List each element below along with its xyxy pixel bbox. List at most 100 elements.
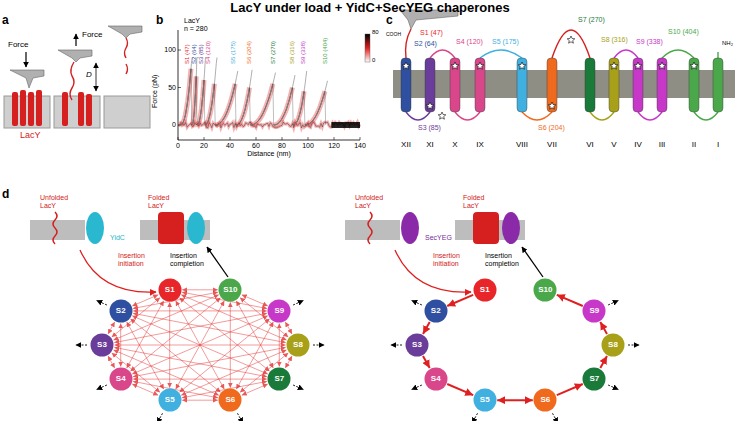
- helix-numeral: III: [659, 140, 666, 149]
- peak-label: S2 (64): [191, 44, 198, 64]
- figure-title: LacY under load + YidC+SecYEG chaperones: [0, 0, 740, 15]
- colorbar-tick: 0: [372, 57, 375, 64]
- helix-numeral: IV: [634, 140, 642, 149]
- transition-arrow: [133, 379, 267, 380]
- state-circle: S4: [424, 367, 448, 391]
- state-name: S10: [533, 278, 557, 302]
- axis-title: Distance (nm): [247, 150, 291, 158]
- state-label: Folded LacY: [463, 194, 495, 210]
- transition-arrow: [600, 322, 607, 334]
- transition-arrow: [423, 356, 430, 368]
- state-circle: S6: [533, 388, 557, 412]
- peak-label: S3 (85): [198, 44, 205, 64]
- state-circle: S2: [424, 299, 448, 323]
- colorbar-tick: 80: [372, 29, 379, 36]
- peak-label: S1 (47): [184, 44, 191, 64]
- transition-arrow: [230, 302, 231, 387]
- transition-arrow: [133, 310, 267, 311]
- panel-letter: b: [156, 14, 163, 28]
- segment-label: S9 (338): [636, 38, 663, 46]
- helix-numeral: II: [692, 140, 696, 149]
- state-name: S9: [267, 299, 291, 323]
- axis-tick: 0: [172, 121, 176, 129]
- state-circle: S9: [582, 299, 606, 323]
- state-circle: S7: [267, 367, 291, 391]
- segment-label: S3 (85): [418, 124, 441, 132]
- insertion-sketch: [345, 212, 543, 292]
- axis-tick: 140: [354, 142, 366, 150]
- plot-note: LacY: [184, 17, 200, 25]
- helix-topology: [401, 30, 723, 120]
- transition-arrow: [236, 301, 273, 368]
- transition-arrow: [176, 301, 225, 389]
- state-name: S1: [473, 278, 497, 302]
- unfolding-arrow: [628, 345, 639, 346]
- segment-label: S6 (204): [538, 124, 565, 132]
- helix-numeral: VIII: [516, 140, 528, 149]
- helix-numeral: X: [452, 140, 457, 149]
- state-circle: S3: [90, 333, 114, 357]
- transition-arrow: [600, 356, 607, 368]
- state-name: S4: [109, 367, 133, 391]
- step-label: Insertion completion: [485, 252, 527, 268]
- segment-label: S1 (47): [420, 29, 443, 37]
- state-name: S5: [158, 388, 182, 412]
- unfolding-arrow: [97, 385, 107, 389]
- unfolding-arrow: [97, 301, 107, 305]
- panel-letter: a: [2, 14, 9, 28]
- unfolding-arrow: [412, 385, 422, 389]
- state-name: S5: [473, 388, 497, 412]
- transition-arrow: [242, 295, 268, 306]
- plot-note: n = 280: [184, 25, 208, 33]
- state-name: S7: [267, 367, 291, 391]
- state-circle: S5: [158, 388, 182, 412]
- axis-tick: 20: [200, 142, 208, 150]
- unfolding-arrow: [293, 301, 303, 305]
- state-circle: S5: [473, 388, 497, 412]
- transition-arrow: [179, 319, 269, 393]
- state-name: S7: [582, 367, 606, 391]
- afm-sketch: [4, 26, 150, 128]
- helix-numeral: XI: [426, 140, 434, 149]
- step-label: Insertion completion: [170, 252, 212, 268]
- state-circle: S2: [109, 299, 133, 323]
- force-label: Force: [82, 30, 102, 39]
- state-name: S4: [424, 367, 448, 391]
- peak-label: S9 (338): [300, 41, 307, 64]
- transition-arrow: [133, 347, 286, 376]
- state-circle: S10: [218, 278, 242, 302]
- state-circle: S3: [405, 333, 429, 357]
- transition-arrow: [236, 322, 273, 389]
- state-label: Folded LacY: [148, 194, 180, 210]
- state-circle: S8: [286, 333, 310, 357]
- segment-label: S2 (64): [414, 40, 437, 48]
- transition-arrow: [182, 400, 218, 401]
- chaperone-label: YidC: [110, 234, 125, 242]
- transition-arrow: [557, 384, 583, 395]
- state-name: S3: [90, 333, 114, 357]
- transition-arrow: [114, 313, 267, 342]
- axis-title: Force (pN): [151, 75, 159, 108]
- unfolding-arrow: [412, 301, 422, 305]
- state-circle: S6: [218, 388, 242, 412]
- transition-arrow: [285, 322, 292, 334]
- state-name: S8: [286, 333, 310, 357]
- step-label: Insertion initiation: [118, 252, 158, 268]
- unfolding-arrow: [472, 413, 477, 421]
- segment-label: S7 (270): [578, 16, 605, 24]
- state-name: S3: [405, 333, 429, 357]
- segment-label: S10 (404): [668, 28, 699, 36]
- axis-tick: 0: [176, 142, 180, 150]
- transition-arrow: [447, 384, 473, 395]
- step-label: Insertion initiation: [433, 252, 473, 268]
- state-name: S10: [218, 278, 242, 302]
- topology-sketch: [393, 10, 735, 98]
- peak-label: S8 (316): [289, 41, 296, 64]
- state-circle: S9: [267, 299, 291, 323]
- axis-tick: 100: [164, 46, 176, 54]
- transition-arrow: [557, 295, 583, 306]
- helix-numeral: XII: [401, 140, 411, 149]
- transition-arrow: [447, 295, 473, 306]
- state-label: Unfolded LacY: [355, 194, 400, 210]
